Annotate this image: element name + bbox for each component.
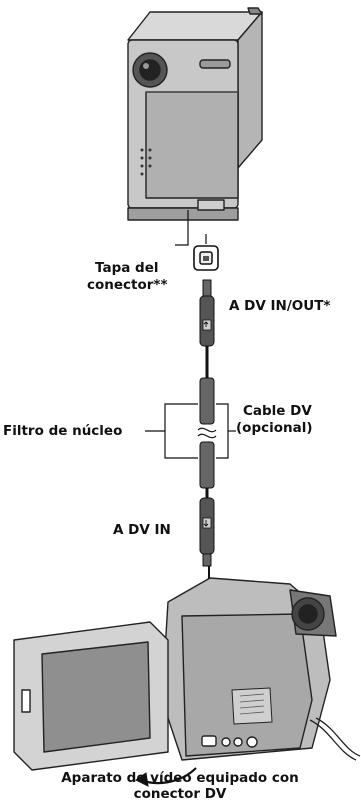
filtro-label: Filtro de núcleo xyxy=(3,423,122,439)
camcorder-illustration xyxy=(128,8,262,220)
caption-line1: Aparato de vídeo equipado con xyxy=(30,770,330,786)
dv-in-out-label: A DV IN/OUT* xyxy=(229,298,330,314)
cable-label-line1: Cable DV xyxy=(243,403,312,419)
caption-line2: conector DV xyxy=(30,786,330,802)
dv-cable xyxy=(198,280,216,566)
tapa-label-line1: Tapa del xyxy=(95,260,159,276)
filter-bracket xyxy=(145,404,236,458)
cable-label-line2: (opcional) xyxy=(236,420,313,436)
tapa-label-line2: conector** xyxy=(87,277,168,293)
dv-in-label: A DV IN xyxy=(113,522,171,538)
video-device-illustration xyxy=(14,578,360,770)
